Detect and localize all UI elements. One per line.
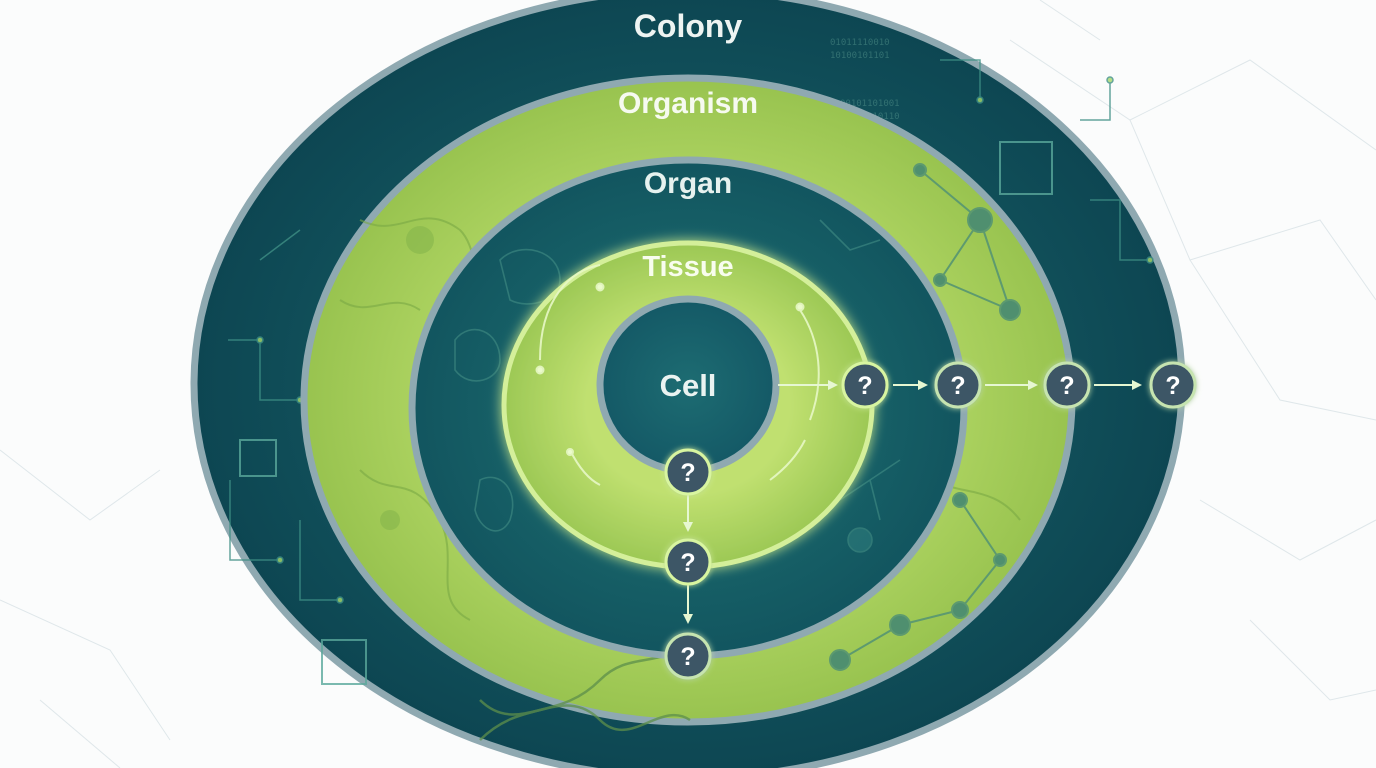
svg-text:00101101001: 00101101001 (840, 99, 900, 109)
unknown-marker: ? (664, 448, 712, 496)
svg-text:10100101101: 10100101101 (830, 51, 890, 61)
unknown-marker: ? (664, 632, 712, 680)
unknown-marker: ? (1149, 361, 1197, 409)
tissue-flow-lines (535, 264, 820, 486)
unknown-marker: ? (664, 538, 712, 586)
cell-label: Cell (660, 368, 717, 403)
svg-text:?: ? (950, 372, 965, 400)
svg-text:?: ? (680, 643, 695, 671)
neuron-pattern (339, 217, 1021, 621)
svg-text:?: ? (680, 459, 695, 487)
organ-label: Organ (644, 167, 732, 200)
unknown-marker: ? (1043, 361, 1091, 409)
circuit-pattern (228, 59, 1154, 685)
svg-text:?: ? (680, 549, 695, 577)
colony-label: Colony (634, 8, 743, 44)
organ-texture (454, 219, 901, 553)
tissue-label: Tissue (642, 251, 733, 283)
svg-text:?: ? (1059, 372, 1074, 400)
svg-text:?: ? (1165, 372, 1180, 400)
progression-arrows (683, 380, 1142, 624)
organism-label: Organism (618, 87, 758, 120)
unknown-marker: ? (934, 361, 982, 409)
svg-text:?: ? (857, 372, 872, 400)
network-graph (829, 163, 1021, 671)
svg-text:01011110010: 01011110010 (830, 38, 890, 48)
unknown-marker: ? (841, 361, 889, 409)
